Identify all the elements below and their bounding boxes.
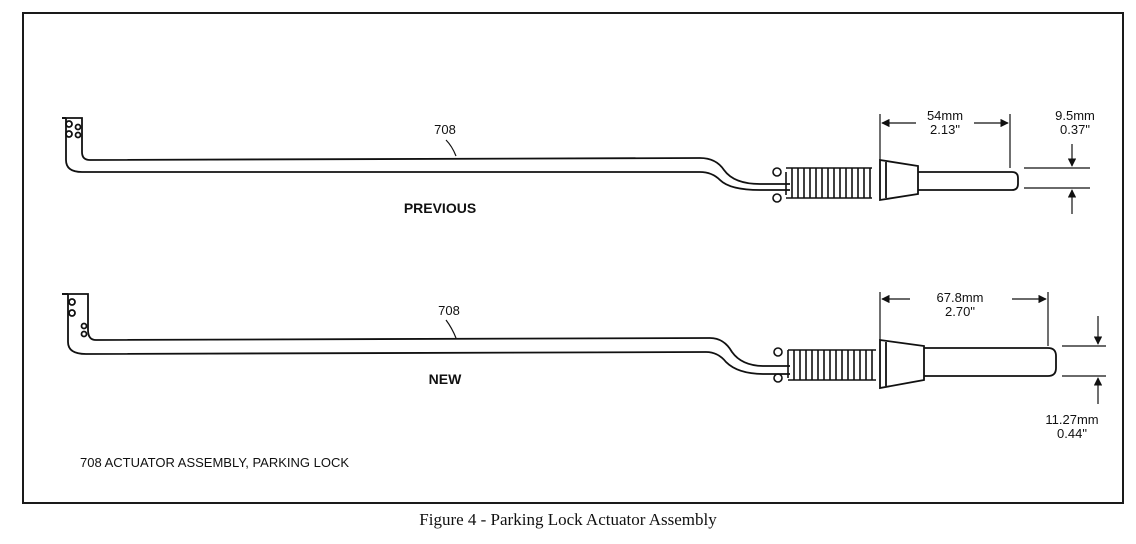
previous-actuator-rod	[62, 117, 790, 191]
previous-boot	[879, 158, 1019, 202]
new-diameter-mm: 11.27mm	[1045, 412, 1099, 427]
previous-part-leader	[445, 139, 457, 157]
previous-diameter-in: 0.37"	[1060, 122, 1090, 137]
new-diameter-dimension	[1062, 316, 1106, 404]
new-actuator-rod	[62, 293, 790, 375]
previous-length-dimension	[879, 114, 1011, 168]
previous-label: PREVIOUS	[403, 200, 477, 216]
part-legend: 708 ACTUATOR ASSEMBLY, PARKING LOCK	[80, 455, 350, 470]
previous-length-in: 2.13"	[930, 122, 960, 137]
previous-spring	[772, 167, 872, 203]
figure-caption: Figure 4 - Parking Lock Actuator Assembl…	[419, 510, 717, 529]
new-length-mm: 67.8mm	[936, 290, 984, 305]
new-part-number: 708	[438, 303, 460, 318]
new-label: NEW	[428, 371, 462, 387]
previous-length-mm: 54mm	[926, 108, 964, 123]
previous-part-number: 708	[434, 122, 456, 137]
new-length-dimension	[879, 292, 1049, 346]
diagram-frame	[22, 12, 1124, 504]
new-length-in: 2.70"	[945, 304, 975, 319]
previous-diameter-mm: 9.5mm	[1055, 108, 1095, 123]
new-boot	[879, 338, 1057, 390]
new-diameter-in: 0.44"	[1057, 426, 1087, 441]
new-spring	[773, 347, 876, 383]
new-part-leader	[445, 319, 457, 339]
previous-diameter-dimension	[1024, 144, 1090, 214]
